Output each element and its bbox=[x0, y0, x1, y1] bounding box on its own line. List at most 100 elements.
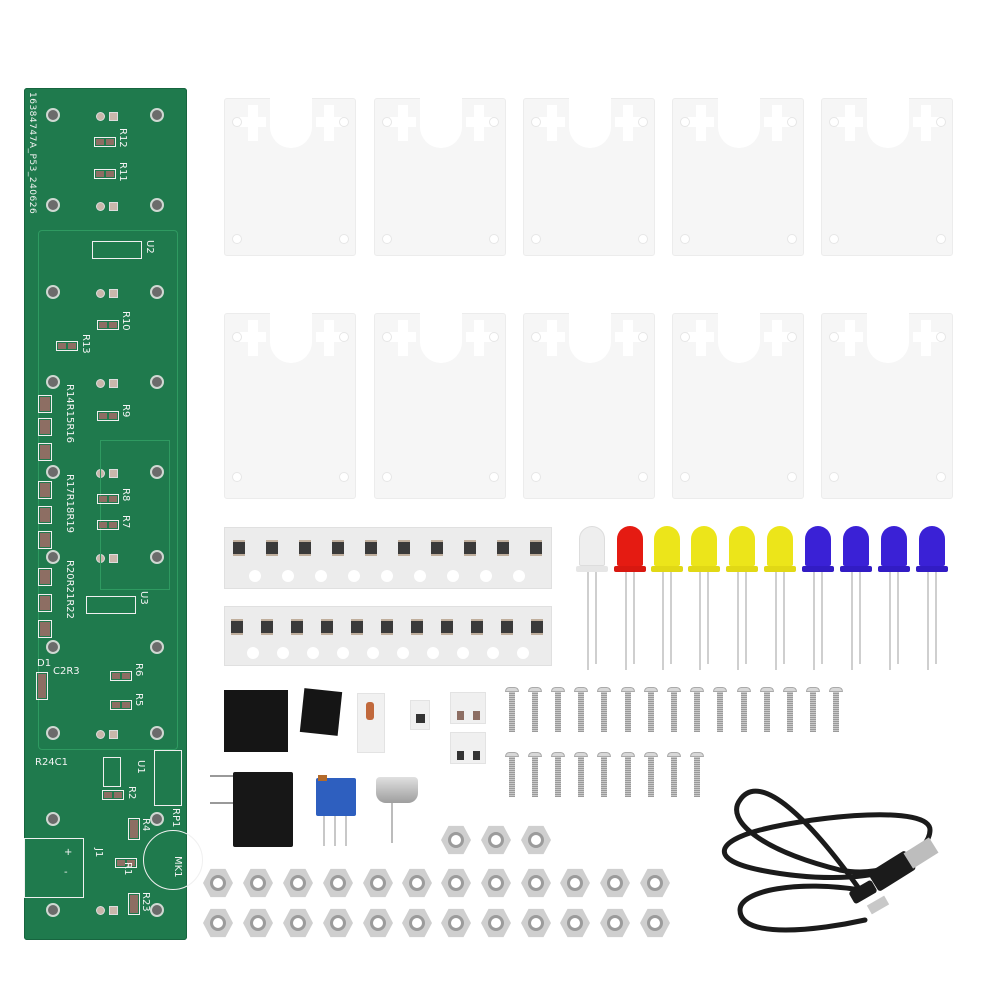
label-rp1: RP1 bbox=[170, 808, 181, 828]
microphone-footprint bbox=[143, 830, 203, 890]
acrylic-plate bbox=[224, 313, 356, 499]
screw bbox=[690, 687, 704, 732]
label-r6: R6 bbox=[133, 663, 144, 677]
mic-pin bbox=[391, 803, 393, 843]
label-r12: R12 bbox=[117, 128, 128, 148]
led-yellow bbox=[764, 526, 796, 670]
acrylic-plate bbox=[374, 98, 506, 256]
resistor-pad bbox=[38, 506, 52, 524]
screw bbox=[505, 687, 519, 732]
hex-nut bbox=[402, 908, 432, 938]
led-blue bbox=[802, 526, 834, 670]
screw bbox=[551, 752, 565, 797]
label-r2: R2 bbox=[126, 786, 137, 800]
hex-nut bbox=[640, 908, 670, 938]
usb-dc-cable bbox=[722, 788, 939, 933]
smd-tape-2 bbox=[224, 606, 552, 666]
screw bbox=[690, 752, 704, 797]
hex-nut bbox=[441, 908, 471, 938]
hex-nut bbox=[600, 908, 630, 938]
led-yellow bbox=[688, 526, 720, 670]
resistor-pad bbox=[94, 169, 116, 179]
label-mk1: MK1 bbox=[172, 856, 183, 878]
diode-pad bbox=[36, 672, 48, 700]
label-u2: U2 bbox=[144, 240, 155, 254]
label-u3: U3 bbox=[138, 591, 149, 605]
pcb-trace bbox=[100, 440, 170, 590]
acrylic-plate bbox=[821, 313, 953, 499]
label-r9: R9 bbox=[120, 404, 131, 418]
acrylic-plate bbox=[224, 98, 356, 256]
screw bbox=[551, 687, 565, 732]
acrylic-plate bbox=[821, 98, 953, 256]
resistor-pad bbox=[97, 494, 119, 504]
smd-pair bbox=[450, 732, 486, 764]
screw bbox=[621, 687, 635, 732]
hex-nut bbox=[441, 825, 471, 855]
led-yellow bbox=[726, 526, 758, 670]
resistor-pad bbox=[38, 568, 52, 586]
screw bbox=[829, 687, 843, 732]
label-r4: R4 bbox=[140, 818, 151, 832]
hex-nut bbox=[203, 868, 233, 898]
pot-pin bbox=[345, 816, 347, 846]
hex-nut bbox=[363, 908, 393, 938]
label-minus: - bbox=[64, 867, 68, 878]
screw bbox=[713, 687, 727, 732]
glass-diode bbox=[366, 702, 374, 720]
hex-nut bbox=[560, 908, 590, 938]
resistor-pad bbox=[110, 671, 132, 681]
hex-nut bbox=[481, 908, 511, 938]
led-blue bbox=[878, 526, 910, 670]
led-yellow bbox=[651, 526, 683, 670]
hex-nut bbox=[481, 868, 511, 898]
resistor-pad bbox=[38, 443, 52, 461]
label-c2r3: C2R3 bbox=[53, 666, 80, 677]
screw bbox=[760, 687, 774, 732]
dc-jack-pin bbox=[210, 802, 234, 804]
resistor-pad bbox=[38, 594, 52, 612]
pot-pin bbox=[334, 816, 336, 846]
hex-nut bbox=[203, 908, 233, 938]
hex-nut bbox=[323, 908, 353, 938]
label-plus: + bbox=[64, 847, 73, 858]
pot-pin bbox=[323, 816, 325, 846]
resistor-pad bbox=[128, 893, 140, 915]
dc-power-jack bbox=[233, 772, 293, 847]
hex-nut bbox=[243, 868, 273, 898]
hex-nut bbox=[521, 908, 551, 938]
label-r24c1: R24C1 bbox=[35, 757, 69, 768]
acrylic-plate bbox=[672, 98, 804, 256]
resistor-pad bbox=[38, 531, 52, 549]
resistor-pad bbox=[102, 790, 124, 800]
screw bbox=[597, 752, 611, 797]
acrylic-plate bbox=[523, 98, 655, 256]
smd-tape-1 bbox=[224, 527, 552, 589]
smd-capacitor bbox=[410, 700, 430, 730]
screw bbox=[597, 687, 611, 732]
resistor-pad bbox=[97, 411, 119, 421]
ic-footprint-u3 bbox=[86, 596, 136, 614]
ic-sop14 bbox=[224, 690, 288, 752]
acrylic-plate bbox=[672, 313, 804, 499]
resistor-pad bbox=[115, 858, 137, 868]
led-blue bbox=[916, 526, 948, 670]
screw bbox=[528, 687, 542, 732]
label-r10: R10 bbox=[120, 311, 131, 331]
hex-nut bbox=[283, 908, 313, 938]
resistor-pad bbox=[97, 320, 119, 330]
screw bbox=[621, 752, 635, 797]
ic-footprint-u1 bbox=[103, 757, 121, 787]
hex-nut bbox=[640, 868, 670, 898]
label-j1: J1 bbox=[93, 848, 104, 858]
screw bbox=[806, 687, 820, 732]
label-r17-r19: R17R18R19 bbox=[64, 474, 75, 534]
led-red bbox=[614, 526, 646, 670]
label-r11: R11 bbox=[117, 162, 128, 182]
hex-nut bbox=[521, 868, 551, 898]
ic-sop8 bbox=[299, 688, 343, 736]
screw bbox=[737, 687, 751, 732]
hex-nut bbox=[560, 868, 590, 898]
screw bbox=[505, 752, 519, 797]
resistor-pad bbox=[97, 520, 119, 530]
